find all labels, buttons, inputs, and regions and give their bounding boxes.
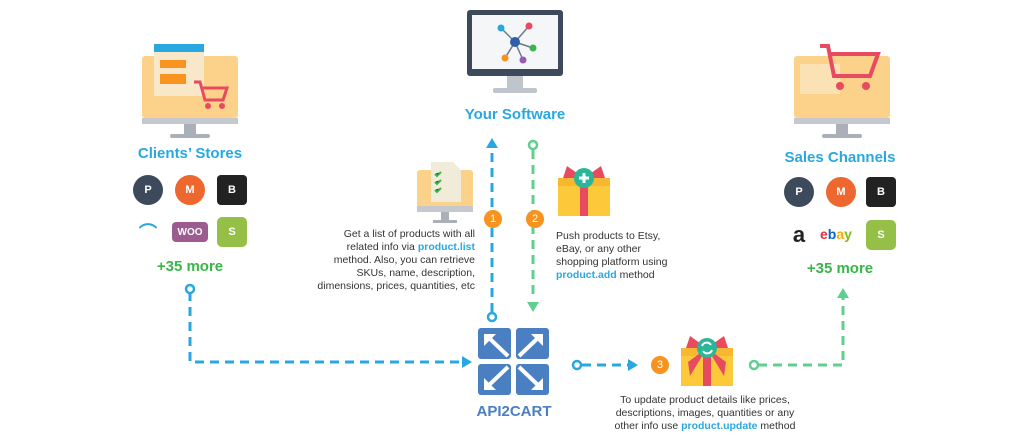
shopify-logo: S	[866, 220, 896, 250]
clients-more-label: +35 more	[156, 258, 224, 275]
woocommerce-logo: WOO	[172, 222, 208, 242]
monitor-store-cart-icon	[142, 44, 238, 138]
step-1-badge: 1	[484, 210, 502, 228]
amazon-logo: a	[784, 220, 814, 250]
shopify-logo: S	[217, 217, 247, 247]
gift-add-icon	[558, 166, 610, 216]
bigcommerce-logo: B	[217, 175, 247, 205]
step-3-badge: 3	[651, 356, 669, 374]
update-to-channels-line	[758, 298, 845, 367]
channels-more-label: +35 more	[806, 260, 874, 277]
ebay-logo: ebay	[820, 226, 852, 242]
gift-update-icon	[681, 336, 733, 386]
your-software-label: Your Software	[464, 106, 566, 123]
magento-logo: M	[175, 175, 205, 205]
product-add-method: product.add	[556, 269, 617, 281]
bigcommerce-logo: B	[866, 177, 896, 207]
step-2-badge: 2	[526, 210, 544, 228]
step-2-text: Push products to Etsy, eBay, or any othe…	[556, 230, 668, 281]
api2cart-label: API2CART	[476, 403, 552, 420]
monitor-cart-icon	[794, 44, 890, 138]
clients-stores-label: Clients’ Stores	[137, 145, 243, 162]
step-1-text: Get a list of products with all related …	[317, 228, 475, 292]
step-3-text: To update product details like prices, d…	[614, 394, 796, 432]
clients-to-api-line	[188, 292, 462, 364]
document-monitor-icon	[417, 162, 473, 223]
opencart-logo: ⌒	[133, 217, 163, 247]
monitor-network-icon	[467, 10, 563, 93]
prestashop-logo: P	[784, 177, 814, 207]
api2cart-logo	[478, 328, 549, 395]
prestashop-logo: P	[133, 175, 163, 205]
product-list-method: product.list	[417, 241, 475, 253]
sales-channels-label: Sales Channels	[784, 149, 896, 166]
product-update-method: product.update	[681, 420, 758, 432]
magento-logo: M	[826, 177, 856, 207]
